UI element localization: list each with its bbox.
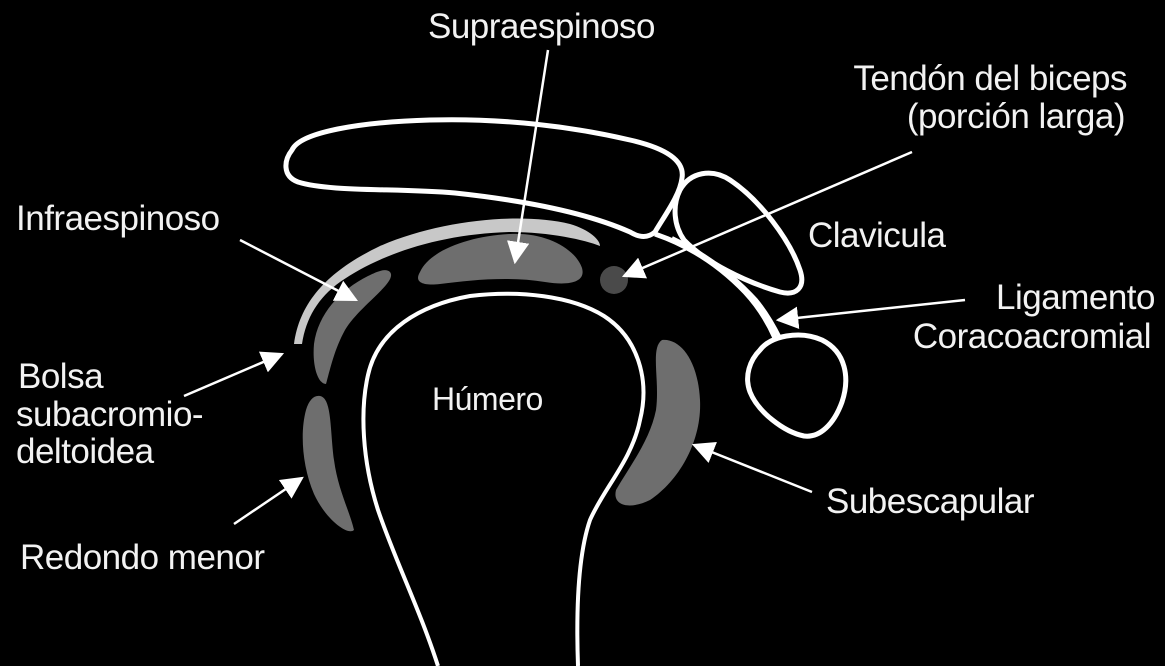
- coracoid-outline: [748, 335, 846, 436]
- label-redondo-menor: Redondo menor: [20, 539, 265, 577]
- label-tendon-biceps-line1: Tendón del biceps: [853, 60, 1127, 98]
- biceps-tendon-shape: [600, 266, 628, 294]
- label-ligamento-line2: Coracoacromial: [913, 318, 1151, 356]
- label-tendon-biceps-line2: (porción larga): [907, 98, 1125, 136]
- arrow-infraespinoso: [240, 240, 356, 300]
- label-humero: Húmero: [432, 380, 543, 418]
- label-bolsa-line3: deltoidea: [16, 433, 154, 471]
- acromion-outline: [286, 120, 682, 237]
- label-clavicula: Clavicula: [808, 217, 946, 255]
- humerus-outline: [363, 294, 643, 666]
- clavicle-outline: [675, 173, 802, 293]
- label-subescapular: Subescapular: [826, 483, 1034, 521]
- label-ligamento-line1: Ligamento: [996, 279, 1155, 317]
- label-bolsa-line1: Bolsa: [18, 358, 103, 396]
- arrow-redondo-menor: [234, 478, 302, 524]
- label-infraespinoso: Infraespinoso: [16, 200, 220, 238]
- label-supraespinoso: Supraespinoso: [428, 8, 655, 46]
- teres-minor-muscle: [303, 396, 354, 531]
- arrow-subescapular: [694, 445, 812, 492]
- label-bolsa-line2: subacromio-: [16, 396, 203, 434]
- arrow-bolsa: [184, 354, 282, 396]
- supraspinatus-muscle: [418, 234, 583, 285]
- subscapularis-muscle: [615, 340, 700, 506]
